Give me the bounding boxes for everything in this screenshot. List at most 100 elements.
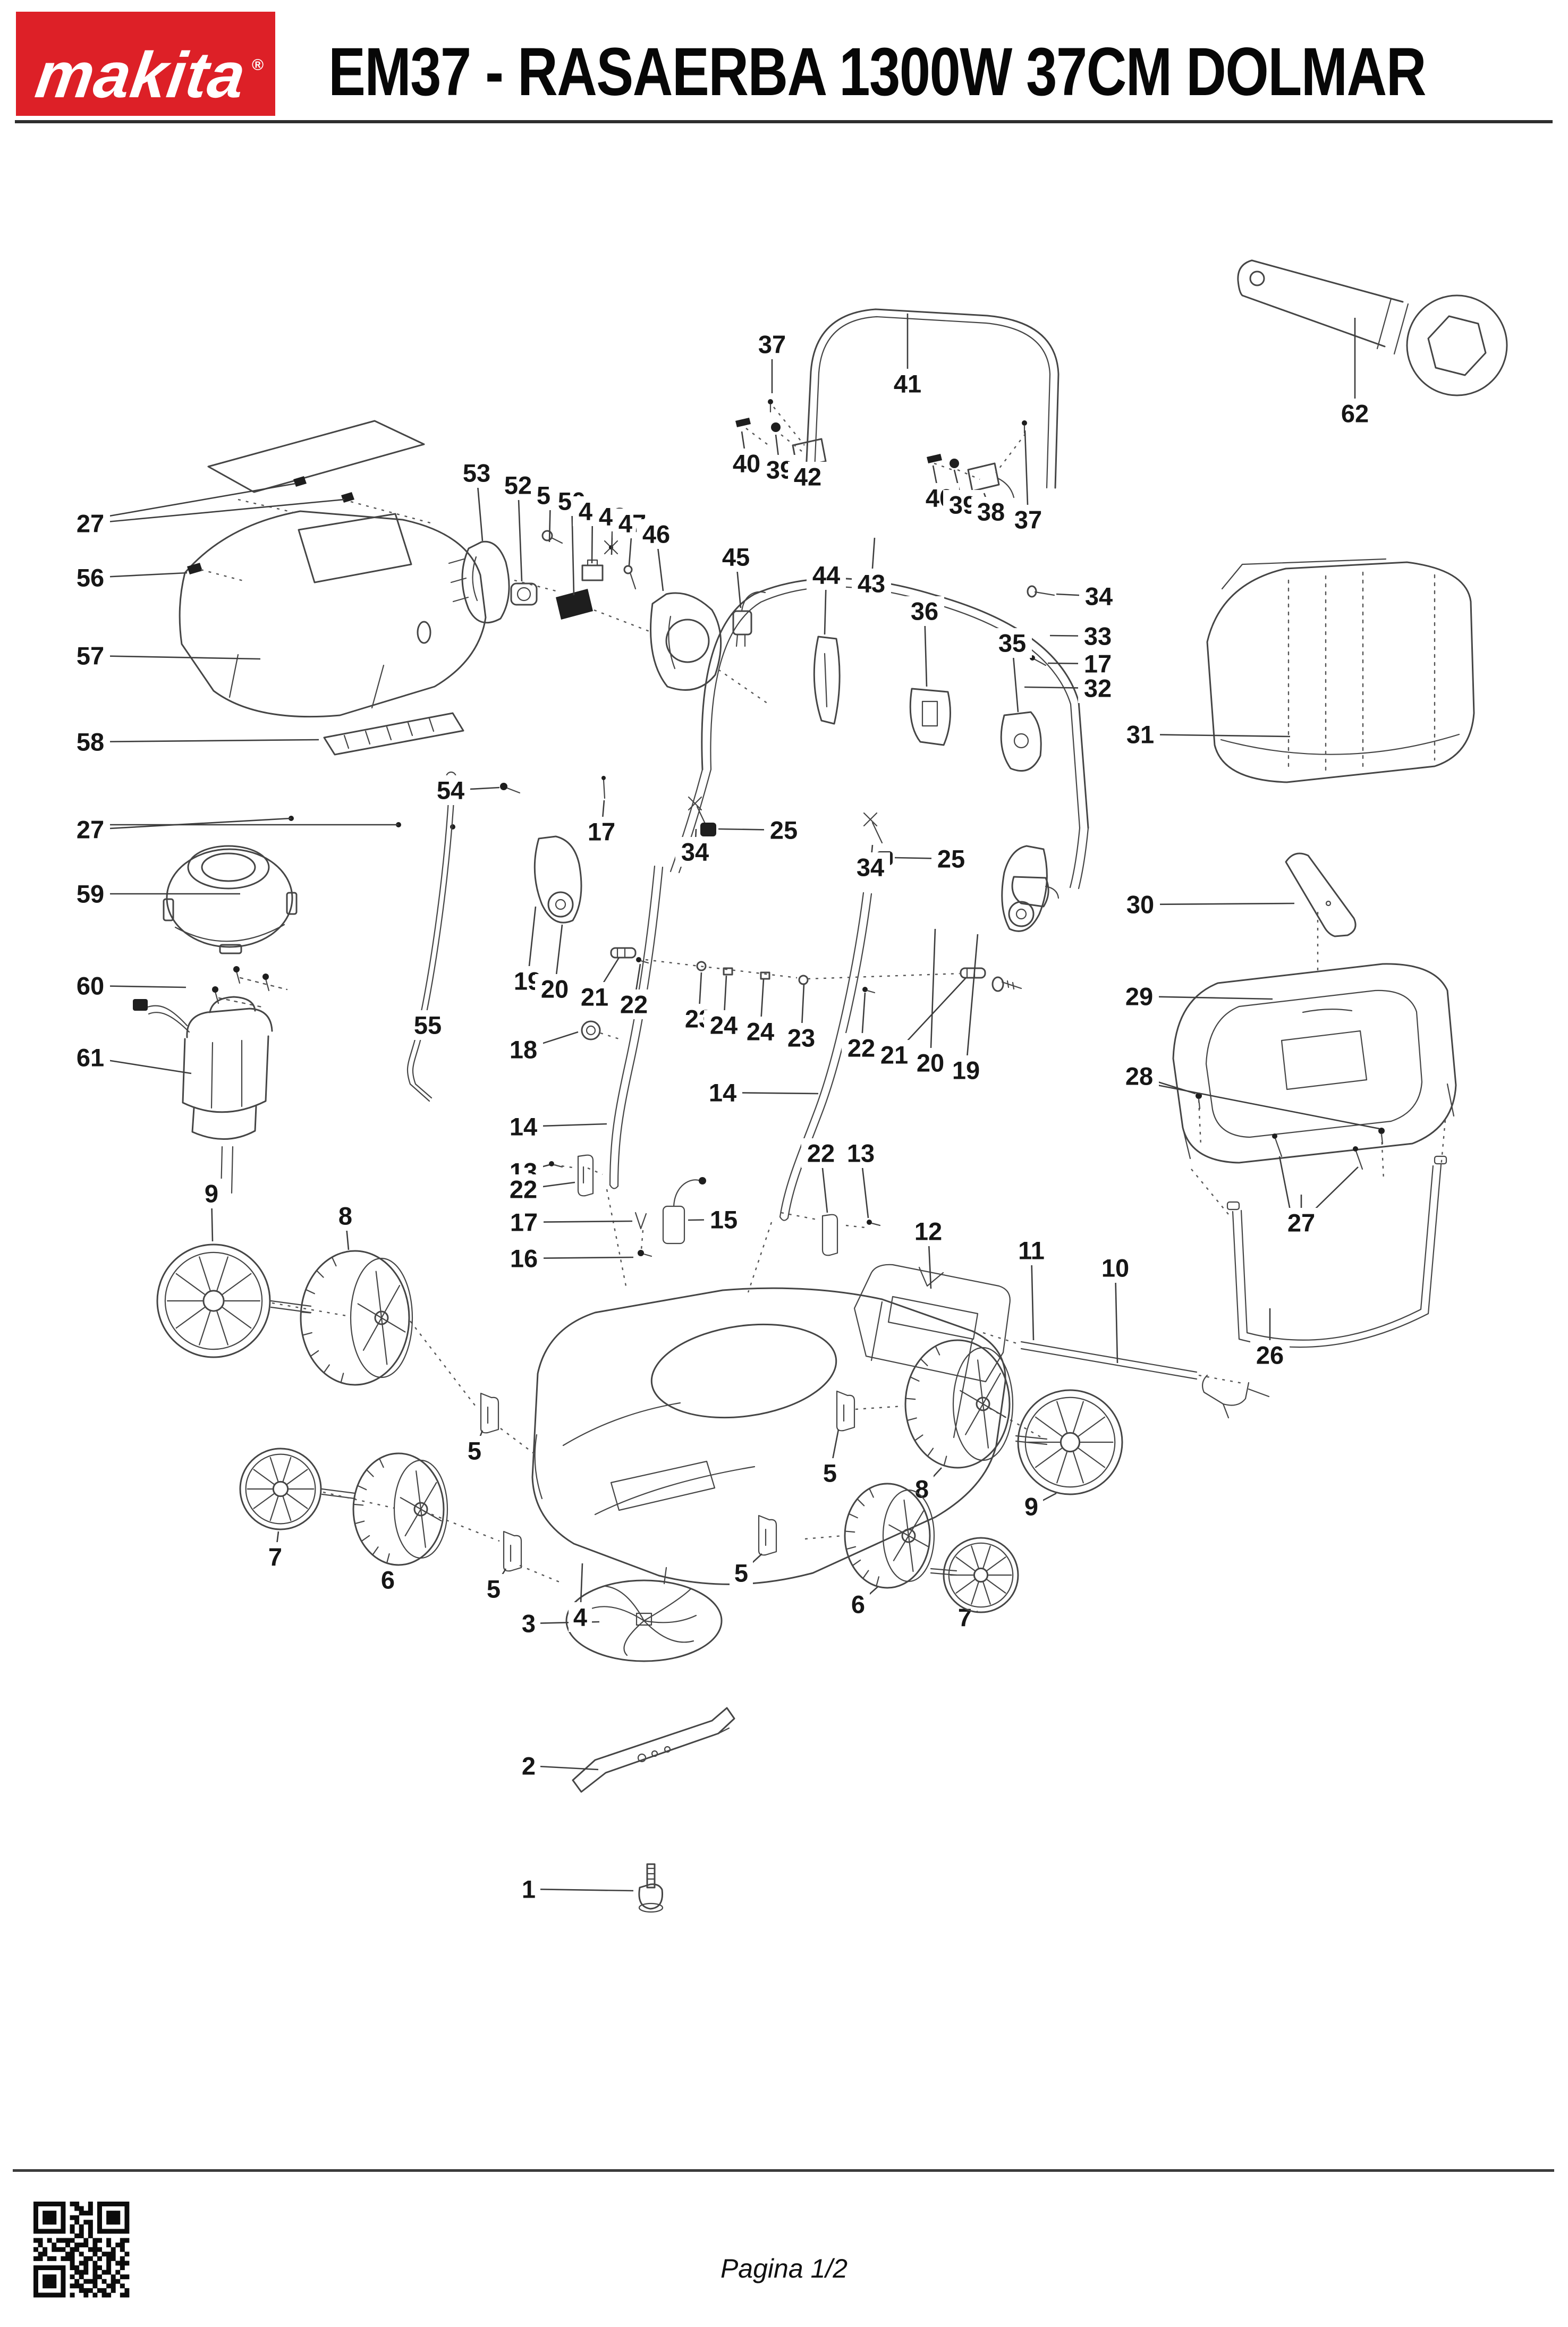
part-number-label: 42 (794, 463, 821, 491)
assembly-axis-dashed-line (934, 462, 953, 471)
qr-code-module (88, 2256, 93, 2261)
qr-code-module (106, 2238, 112, 2243)
wheel-face (393, 1459, 448, 1559)
label-backing (807, 560, 846, 590)
wheel-face-spoke (908, 1535, 929, 1547)
part-number-label: 5 (734, 1559, 748, 1587)
qr-code-module (33, 2283, 38, 2289)
part-number-label: 8 (338, 1202, 352, 1230)
qr-code-module (106, 2265, 112, 2270)
leader-line (517, 485, 523, 582)
hub-center (973, 1567, 989, 1583)
qr-code-module (83, 2288, 89, 2293)
qr-code-module (52, 2265, 57, 2270)
part-number-label: 22 (847, 1034, 875, 1062)
wheel-hub (374, 1310, 389, 1325)
qr-code-module (92, 2279, 98, 2284)
makita-logo-text: makita (31, 39, 250, 111)
label-backing (953, 1603, 977, 1632)
part-number-label: 45 (722, 543, 750, 571)
hubcap-spoke (199, 1311, 211, 1346)
qr-code-module (74, 2233, 80, 2238)
assembly-axis-dashed-line (600, 1032, 621, 1040)
qr-code-module (106, 2256, 112, 2261)
leader-line (965, 934, 979, 1071)
wheel-face-spoke (977, 1359, 984, 1405)
qr-code-module (74, 2270, 80, 2275)
leader-line (571, 501, 575, 596)
part-number-label: 19 (952, 1056, 980, 1085)
page-number: Pagina 1/2 (720, 2254, 848, 2283)
part-number-label: 17 (510, 1208, 538, 1237)
qr-code-module (47, 2211, 52, 2216)
label-backing (764, 815, 803, 845)
qr-code-module (106, 2252, 112, 2257)
qr-code-module (101, 2229, 107, 2234)
part-number-label: 41 (894, 370, 921, 398)
qr-code-module (97, 2288, 102, 2293)
tread-tick (302, 1332, 312, 1336)
hubcap-spoke (1072, 1451, 1084, 1484)
qr-code-module (106, 2292, 112, 2298)
qr-code-module (70, 2292, 75, 2298)
qr-code-module (61, 2206, 66, 2211)
qr-code-module (33, 2256, 38, 2261)
qr-code-module (43, 2292, 48, 2298)
qr-code-module (92, 2238, 98, 2243)
wheel-face-spoke (982, 1403, 1006, 1418)
qr-code-module (120, 2238, 125, 2243)
qr-code-module (88, 2247, 93, 2252)
assembly-axis-dashed-line (640, 1230, 644, 1250)
label-backing (431, 775, 470, 805)
label-backing (704, 1010, 743, 1040)
wheel-face-spoke (380, 1285, 401, 1319)
qr-code-module (92, 2274, 98, 2280)
assembly-axis-dashed-line (781, 1212, 820, 1221)
part-switch-cluster (461, 530, 1060, 1040)
hubcap-spoke (955, 1556, 976, 1571)
qr-code-module (124, 2238, 130, 2243)
qr-code-module (79, 2252, 84, 2257)
wheel-tread-drum (352, 1452, 445, 1566)
qr-code-module (101, 2279, 107, 2284)
part-number-label: 43 (858, 570, 885, 598)
tread-tick (372, 1546, 379, 1556)
qr-code-module (79, 2229, 84, 2234)
part-number-label: 5 (468, 1437, 481, 1465)
qr-code-module (124, 2229, 130, 2234)
hub-center (1060, 1432, 1081, 1453)
qr-code-module (115, 2243, 121, 2248)
qr-code-module (38, 2238, 43, 2243)
qr-code-module (70, 2229, 75, 2234)
qr-code-module (111, 2247, 116, 2252)
hubcap-spoke (286, 1469, 308, 1485)
label-backing (504, 1174, 543, 1204)
label-backing (931, 844, 971, 874)
tread-tick (848, 1513, 858, 1519)
qr-code-module (56, 2247, 61, 2252)
hubcap-rim (948, 1542, 1014, 1608)
qr-code-module (101, 2288, 107, 2293)
qr-code-module (33, 2211, 38, 2216)
tread-tick (340, 1373, 344, 1383)
qr-code-module (115, 2220, 121, 2225)
assembly-axis-dashed-line (982, 1332, 1021, 1346)
qr-code-module (33, 2292, 38, 2298)
qr-code-module (38, 2252, 43, 2257)
qr-code-module (83, 2238, 89, 2243)
qr-code-module (97, 2206, 102, 2211)
qr-code-module (124, 2274, 130, 2280)
qr-code-module (52, 2229, 57, 2234)
qr-code-module (111, 2274, 116, 2280)
qr-code-module (88, 2279, 93, 2284)
qr-code-module (38, 2265, 43, 2270)
qr-code-module (33, 2238, 38, 2243)
qr-code-module (83, 2279, 89, 2284)
assembly-axis-dashed-line (718, 669, 770, 705)
hubcap-spoke (955, 1579, 976, 1594)
qr-code-module (43, 2229, 48, 2234)
label-backing (946, 1055, 986, 1085)
wheel-tread-drum (904, 1339, 1011, 1469)
wheel-face-spoke (357, 1303, 383, 1319)
label-backing (71, 641, 110, 671)
